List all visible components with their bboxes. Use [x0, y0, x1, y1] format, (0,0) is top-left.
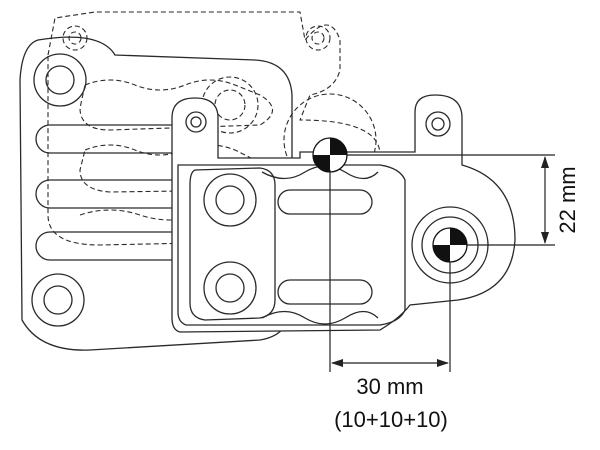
- front-bracket: [171, 94, 516, 333]
- bracket-small-hole-left: [185, 111, 207, 133]
- horizontal-dimension-breakdown: (10+10+10): [334, 407, 448, 432]
- hidden-middle-plate: [47, 11, 381, 246]
- dimension-horizontal: [329, 170, 451, 372]
- center-mark-upper: [312, 137, 348, 173]
- link-top-hole: [203, 173, 257, 227]
- link-bottom-hole: [203, 261, 257, 315]
- bracket-small-hole-right: [425, 111, 451, 137]
- rear-bottom-left-hole: [31, 273, 85, 327]
- horizontal-dimension-label: 30 mm: [356, 374, 423, 399]
- vertical-dimension-label: 22 mm: [555, 166, 580, 233]
- center-mark-lower: [432, 227, 468, 263]
- rear-top-left-hole: [33, 53, 87, 107]
- dimension-vertical: [346, 154, 555, 246]
